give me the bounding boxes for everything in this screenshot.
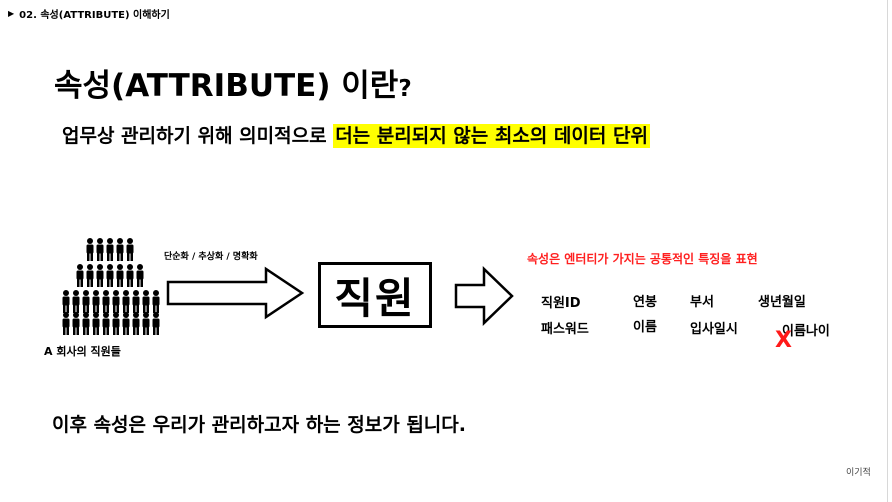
brand-watermark: 이기적 — [846, 468, 871, 478]
attribute-item-invalid: 이름나이 — [782, 324, 830, 339]
definition-plain: 업무상 관리하기 위해 의미적으로 — [62, 125, 334, 147]
definition-highlight: 더는 분리되지 않는 최소의 데이터 단위 — [333, 124, 650, 148]
attribute-item: 생년월일 — [758, 295, 806, 310]
attribute-item: 연봉 — [633, 295, 657, 310]
frame-divider — [887, 0, 888, 502]
entity-box: 직원 — [318, 262, 432, 328]
invalid-x-mark-icon: X — [775, 328, 792, 353]
definition-line: 업무상 관리하기 위해 의미적으로 더는 분리되지 않는 최소의 데이터 단위 — [62, 121, 650, 148]
section-label: 02. 속성(ATTRIBUTE) 이해하기 — [19, 10, 170, 21]
right-arrow-icon — [454, 266, 514, 326]
process-label: 단순화 / 추상화 / 명확화 — [164, 252, 258, 262]
play-triangle-icon: ▶ — [8, 9, 15, 18]
entity-label: 직원 — [334, 273, 416, 323]
attribute-description: 속성은 엔터티가 가지는 공통적인 특징을 표현 — [527, 252, 758, 266]
title-text: 속성(ATTRIBUTE) 이란 — [54, 68, 399, 104]
attribute-item: 패스워드 — [541, 322, 589, 337]
footer-statement: 이후 속성은 우리가 관리하고자 하는 정보가 됩니다. — [52, 414, 466, 436]
title-question-mark: ? — [398, 76, 412, 102]
right-arrow-icon — [166, 266, 305, 320]
section-header: ▶ 02. 속성(ATTRIBUTE) 이해하기 — [8, 6, 170, 21]
attribute-item: 직원ID — [541, 296, 581, 311]
employees-group-icon — [62, 238, 160, 335]
attribute-item: 입사일시 — [690, 322, 738, 337]
attribute-item: 부서 — [690, 295, 714, 310]
employees-label: A 회사의 직원들 — [44, 345, 121, 358]
attribute-item: 이름 — [633, 320, 657, 335]
slide-title: 속성(ATTRIBUTE) 이란? — [54, 60, 412, 105]
